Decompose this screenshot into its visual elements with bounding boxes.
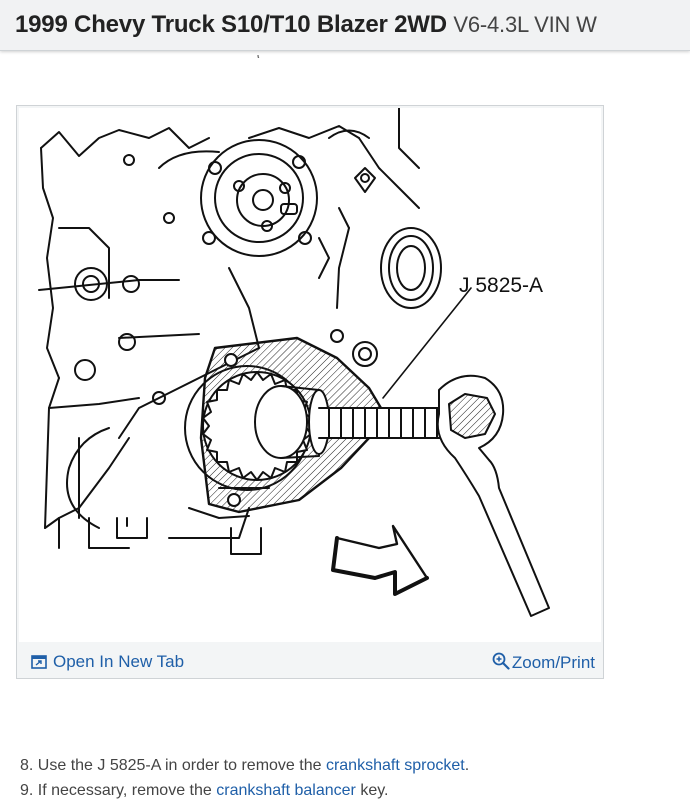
step-text: 9. If necessary, remove the — [20, 782, 217, 799]
zoom-print-link[interactable]: Zoom/Print — [492, 652, 595, 673]
procedure-steps: 8. Use the J 5825-A in order to remove t… — [20, 756, 469, 806]
technical-illustration[interactable]: J 5825-A — [19, 108, 601, 642]
step-item: 8. Use the J 5825-A in order to remove t… — [20, 756, 469, 781]
page-header: 1999 Chevy Truck S10/T10 Blazer 2WD V6-4… — [0, 0, 690, 51]
zoom-print-label: Zoom/Print — [511, 653, 595, 672]
page-title: 1999 Chevy Truck S10/T10 Blazer 2WD V6-4… — [15, 11, 597, 39]
vehicle-name: 1999 Chevy Truck S10/T10 Blazer 2WD — [15, 11, 447, 38]
step-text-end: key. — [355, 782, 389, 799]
step-item: 9. If necessary, remove the crankshaft b… — [20, 781, 469, 806]
cut-off-text-remnant — [0, 50, 690, 58]
open-in-new-tab-label: Open In New Tab — [53, 652, 185, 671]
step-text-end: . — [464, 757, 470, 774]
engine-spec: V6-4.3L VIN W — [453, 12, 597, 37]
open-in-new-tab-link[interactable]: Open In New Tab — [31, 652, 184, 672]
tool-callout-label: J 5825-A — [459, 274, 543, 297]
magnifier-plus-icon — [492, 652, 510, 670]
figure-actions: Open In New Tab Zoom/Print — [17, 646, 603, 678]
figure-frame: J 5825-A Open In New Tab Zoom/Print — [16, 105, 604, 679]
external-tab-icon — [31, 655, 47, 669]
crankshaft-sprocket-link[interactable]: crankshaft sprocket — [325, 757, 465, 774]
crankshaft-balancer-link[interactable]: crankshaft balancer — [216, 782, 356, 799]
step-text: 8. Use the J 5825-A in order to remove t… — [20, 757, 326, 774]
